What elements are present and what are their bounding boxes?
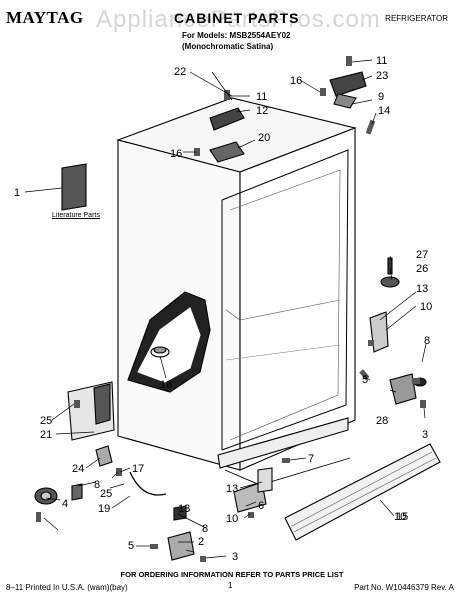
callout-16b: 16 — [170, 148, 182, 160]
callout-6: 6 — [258, 500, 264, 512]
callout-26: 26 — [416, 263, 428, 275]
cabinet-body — [34, 56, 441, 562]
callout-5a: 5 — [362, 374, 368, 386]
callout-5b: 5 — [128, 540, 134, 552]
callout-25b: 25 — [100, 488, 112, 500]
callout-2: 2 — [198, 536, 204, 548]
callout-14: 14 — [378, 105, 390, 117]
callout-15: 15 — [396, 511, 408, 523]
callout-11b: 11 — [376, 55, 387, 67]
model-line: For Models: MSB2554AEY02 — [182, 31, 291, 40]
model-info: For Models: MSB2554AEY02 (Monochromatic … — [182, 30, 290, 52]
category-label: REFRIGERATOR — [385, 14, 448, 23]
callout-4: 4 — [62, 498, 68, 510]
callout-11a: 11 — [256, 91, 267, 103]
callout-23: 23 — [376, 70, 388, 82]
callout-7: 7 — [308, 453, 314, 465]
callout-13a: 13 — [416, 283, 428, 295]
callout-12: 12 — [256, 105, 268, 117]
part-number: Part No. W10446379 Rev. A — [354, 583, 454, 592]
callout-13b: 13 — [226, 483, 238, 495]
callout-10a: 10 — [420, 301, 432, 313]
callout-17: 17 — [132, 463, 144, 475]
callout-18: 18 — [160, 379, 172, 391]
callout-labels: 1 2 3 3 4 5 5 6 7 8 8 8 9 10 10 10 11 11… — [14, 55, 432, 563]
callout-27: 27 — [416, 249, 428, 261]
callout-10c: 10 — [226, 513, 238, 525]
callout-10b: 10 — [394, 511, 406, 523]
watermark: AppliancePartsPros.com — [96, 6, 381, 33]
callout-21: 21 — [40, 429, 52, 441]
literature-parts-label: Literature Parts — [52, 212, 100, 219]
callout-22: 22 — [174, 66, 186, 78]
model-variant: (Monochromatic Satina) — [182, 42, 274, 51]
callout-3b: 3 — [232, 551, 238, 563]
page-title: CABINET PARTS — [174, 10, 300, 26]
callout-8b: 8 — [94, 479, 100, 491]
ordering-note: FOR ORDERING INFORMATION REFER TO PARTS … — [120, 570, 344, 579]
callout-13c: 13 — [178, 503, 190, 515]
callout-20: 20 — [258, 132, 270, 144]
callout-9: 9 — [378, 91, 384, 103]
callout-1: 1 — [14, 187, 20, 199]
brand-logo: MAYTAG — [6, 8, 84, 27]
callout-8c: 8 — [202, 523, 208, 535]
callout-8a: 8 — [424, 335, 430, 347]
callout-28: 28 — [376, 415, 388, 427]
callout-25a: 25 — [40, 415, 52, 427]
page-number: 1 — [228, 581, 233, 590]
callout-24: 24 — [72, 463, 84, 475]
callout-3a: 3 — [422, 429, 428, 441]
leader-lines — [24, 59, 427, 559]
callout-19: 19 — [98, 503, 110, 515]
callout-16a: 16 — [290, 75, 302, 87]
print-info: 8–11 Printed In U.S.A. (wam)(bay) — [6, 583, 128, 592]
